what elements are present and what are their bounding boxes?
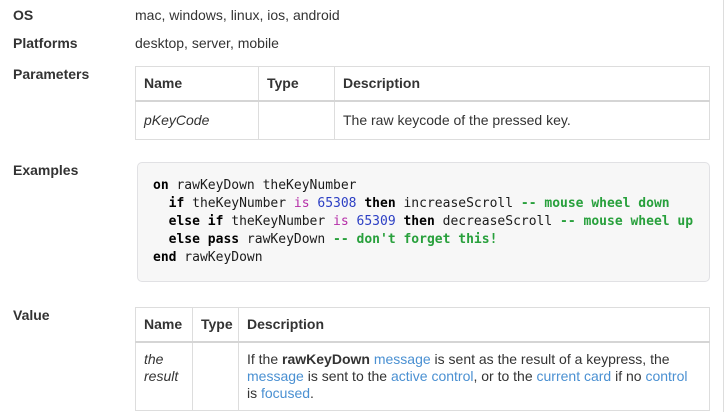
code-token-keyword: then xyxy=(364,196,396,211)
code-token-plain xyxy=(153,196,169,211)
code-token-plain: rawKeyDown xyxy=(176,250,263,265)
description-text: is sent as the result of a keypress, the xyxy=(430,351,670,367)
description-bold-text: rawKeyDown xyxy=(282,351,370,367)
code-token-plain xyxy=(200,214,208,229)
description-text: if no xyxy=(611,368,646,384)
doc-link[interactable]: current card xyxy=(536,368,612,384)
code-token-plain: rawKeyDown xyxy=(239,232,334,247)
code-token-keyword: else xyxy=(168,214,200,229)
code-token-plain xyxy=(153,214,169,229)
code-token-keyword: then xyxy=(403,214,435,229)
parameters-header-description: Description xyxy=(334,66,710,102)
value-label: Value xyxy=(13,307,50,323)
code-token-operator: is xyxy=(293,196,310,211)
parameters-section: Parameters Name Type Description pKeyCod… xyxy=(0,65,726,140)
code-token-keyword: end xyxy=(153,250,177,265)
code-token-plain: decreaseScroll xyxy=(434,214,561,229)
code-token-plain: rawKeyDown theKeyNumber xyxy=(168,178,357,193)
parameter-type xyxy=(258,100,335,140)
parameters-table: Name Type Description pKeyCode The raw k… xyxy=(135,66,710,140)
code-token-plain: theKeyNumber xyxy=(184,196,294,211)
parameter-name: pKeyCode xyxy=(135,100,259,140)
page-right-border xyxy=(723,0,724,412)
code-token-number: 65309 xyxy=(356,214,396,229)
doc-link[interactable]: message xyxy=(373,351,431,367)
code-token-plain: theKeyNumber xyxy=(223,214,334,229)
parameters-table-header-row: Name Type Description xyxy=(135,66,710,102)
parameters-table-row: pKeyCode The raw keycode of the pressed … xyxy=(135,100,710,140)
platforms-value: desktop, server, mobile xyxy=(135,35,279,51)
os-value: mac, windows, linux, ios, android xyxy=(135,7,340,23)
description-text: , or to the xyxy=(473,368,537,384)
description-text: . xyxy=(310,385,314,401)
code-token-keyword: if xyxy=(168,196,185,211)
os-label: OS xyxy=(13,7,34,23)
examples-label: Examples xyxy=(13,162,79,178)
value-table-row: the result If the rawKeyDown message is … xyxy=(135,341,710,411)
doc-link[interactable]: active control xyxy=(390,368,474,384)
code-token-keyword: pass xyxy=(207,232,240,247)
code-token-comment: -- mouse wheel down xyxy=(520,196,670,211)
platforms-row: Platforms desktop, server, mobile xyxy=(0,34,726,52)
value-name: the result xyxy=(135,341,193,411)
code-token-keyword: else xyxy=(168,232,200,247)
code-token-keyword: on xyxy=(153,178,169,193)
code-token-plain xyxy=(200,232,208,247)
code-token-operator: is xyxy=(333,214,349,229)
value-table: Name Type Description the result If the … xyxy=(135,307,710,411)
code-block: on rawKeyDown theKeyNumber if theKeyNumb… xyxy=(137,162,710,282)
code-token-plain xyxy=(349,214,357,229)
platforms-label: Platforms xyxy=(13,35,78,51)
parameters-label: Parameters xyxy=(13,66,90,82)
parameter-description: The raw keycode of the pressed key. xyxy=(334,100,710,140)
value-header-description: Description xyxy=(238,307,710,343)
doc-link[interactable]: message xyxy=(247,368,304,384)
description-text: is sent to the xyxy=(303,368,391,384)
parameters-header-type: Type xyxy=(258,66,335,102)
code-token-plain: increaseScroll xyxy=(395,196,521,211)
doc-link[interactable]: control xyxy=(645,368,688,384)
code-token-comment: -- don't forget this! xyxy=(333,232,498,247)
examples-section: Examples on rawKeyDown theKeyNumber if t… xyxy=(0,161,726,282)
description-text: is xyxy=(247,385,261,401)
parameters-header-name: Name xyxy=(135,66,259,102)
code-token-keyword: if xyxy=(207,214,224,229)
value-description: If the rawKeyDown message is sent as the… xyxy=(238,341,710,411)
value-section: Value Name Type Description the result I… xyxy=(0,306,726,411)
value-header-name: Name xyxy=(135,307,193,343)
code-token-number: 65308 xyxy=(317,196,357,211)
code-token-plain xyxy=(153,232,169,247)
code-token-comment: -- mouse wheel up xyxy=(560,214,694,229)
os-row: OS mac, windows, linux, ios, android xyxy=(0,6,726,24)
value-header-type: Type xyxy=(192,307,239,343)
value-table-header-row: Name Type Description xyxy=(135,307,710,343)
description-text: If the xyxy=(247,351,283,367)
doc-link[interactable]: focused xyxy=(261,385,311,401)
value-type xyxy=(192,341,239,411)
